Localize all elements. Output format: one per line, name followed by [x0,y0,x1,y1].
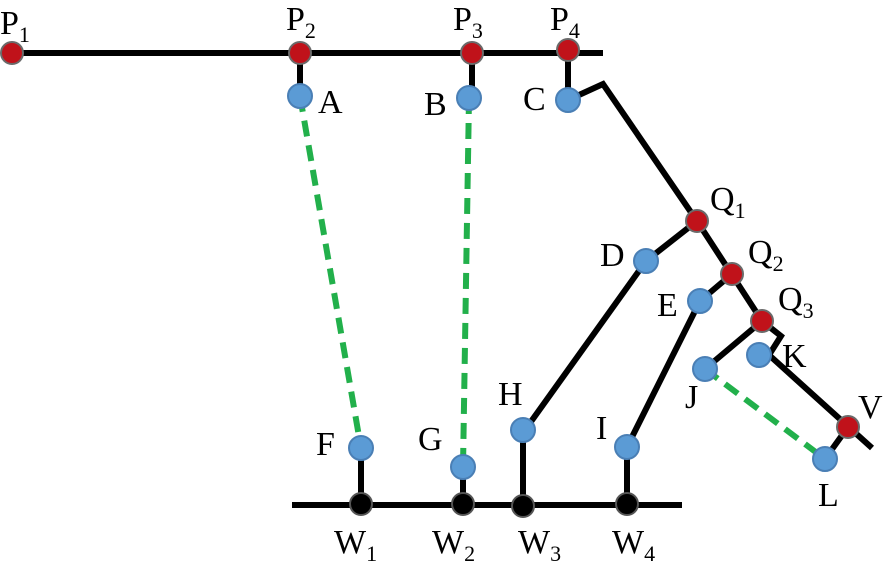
label-f: F [316,426,335,463]
node-w4 [615,492,639,516]
node-p4 [556,38,580,62]
label-v: V [858,389,883,426]
node-k [746,342,772,368]
label-i: I [596,410,607,447]
node-w2 [451,492,475,516]
dashed-links [297,95,827,468]
label-h: H [498,376,523,413]
nodes [0,38,860,518]
label-w2: W2 [432,524,475,566]
node-l [812,446,838,472]
label-w4: W4 [612,524,655,566]
node-q3 [750,309,774,333]
edge-d-h [522,259,649,432]
label-w1: W1 [334,524,377,566]
node-i [614,434,640,460]
link-j-l [703,366,827,462]
label-q3: Q3 [778,281,814,323]
node-g [450,454,476,480]
edge-e-i [624,299,703,449]
label-q2: Q2 [748,234,784,276]
label-c: C [523,81,546,118]
node-j [692,356,718,382]
label-b: B [424,86,447,123]
label-k: K [782,338,807,375]
label-p1: P1 [0,5,30,47]
node-w3 [511,494,535,518]
node-p2 [288,41,312,65]
node-q1 [685,209,709,233]
node-e [687,288,713,314]
label-d: D [600,237,625,274]
label-j: J [685,379,698,416]
node-d [633,248,659,274]
label-a: A [318,84,343,121]
link-a-f [297,95,364,449]
node-c [555,87,581,113]
node-p3 [460,41,484,65]
node-b [456,85,482,111]
label-l: L [818,477,839,514]
node-q2 [720,262,744,286]
node-v [836,415,860,439]
label-q1: Q1 [710,181,746,223]
label-p3: P3 [453,1,483,43]
node-a [287,83,313,109]
label-p2: P2 [286,1,316,43]
node-w1 [349,492,373,516]
node-p1 [0,41,24,65]
link-b-g [460,97,472,468]
label-g: G [418,421,443,458]
label-p4: P4 [550,1,580,43]
label-e: E [657,287,678,324]
node-f [348,435,374,461]
label-w3: W3 [518,524,561,566]
node-h [510,417,536,443]
